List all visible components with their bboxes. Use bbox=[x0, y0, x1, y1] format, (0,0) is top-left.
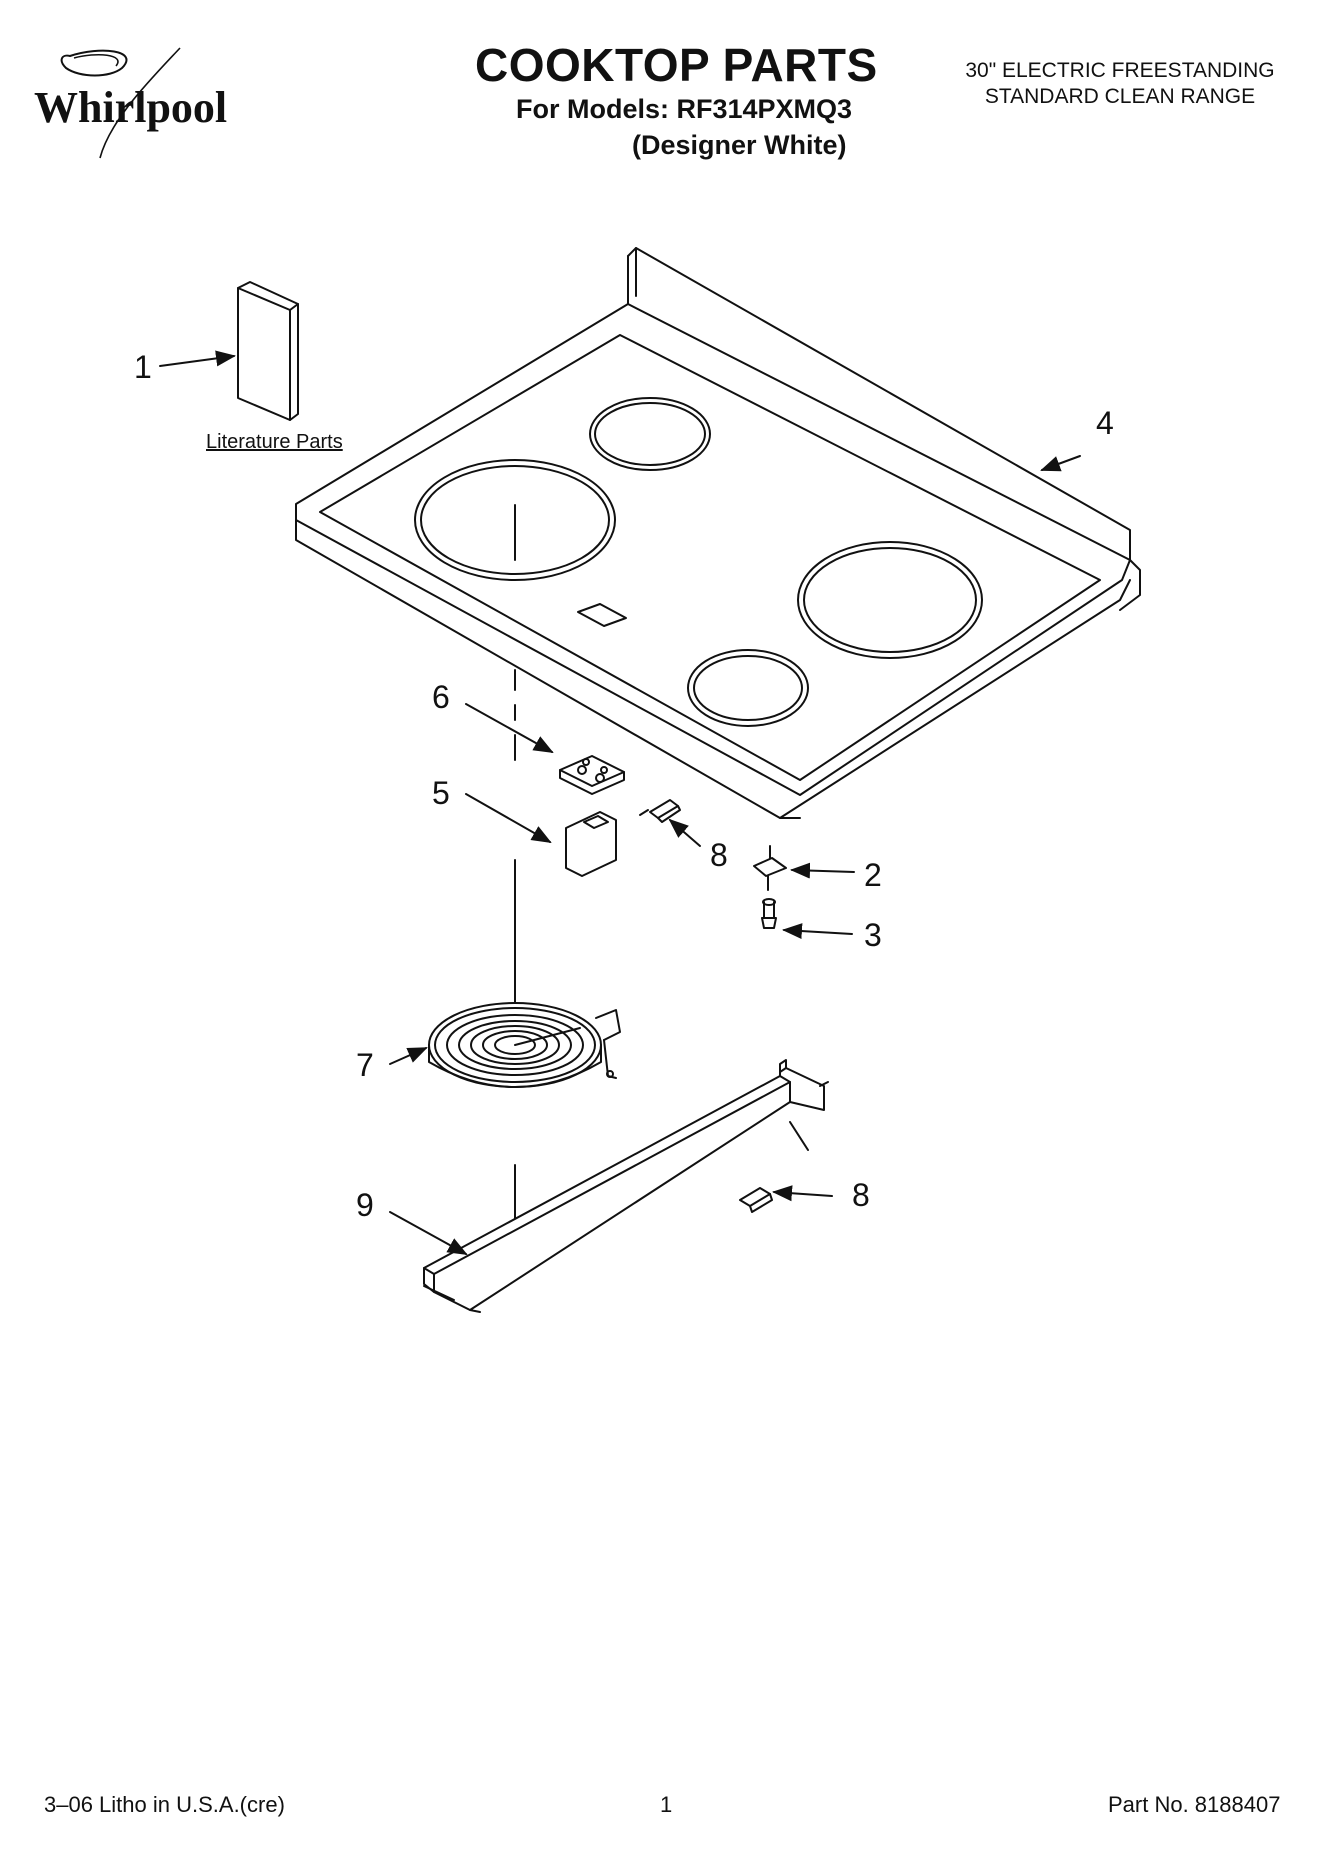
subtitle-line-1: 30" ELECTRIC FREESTANDING bbox=[965, 59, 1275, 82]
callout-8-upper: 8 bbox=[710, 837, 728, 873]
callout-9: 9 bbox=[356, 1187, 374, 1223]
callout-3: 3 bbox=[864, 917, 882, 953]
whirlpool-logo: Whirlpool bbox=[34, 47, 227, 159]
range-description: 30" ELECTRIC FREESTANDING STANDARD CLEAN… bbox=[930, 58, 1310, 110]
radiant-surface-element bbox=[428, 1002, 621, 1088]
callout-2: 2 bbox=[864, 857, 882, 893]
screw-lower bbox=[739, 1187, 773, 1213]
callout-7: 7 bbox=[356, 1047, 374, 1083]
mounting-bracket bbox=[565, 811, 617, 877]
svg-text:Whirlpool: Whirlpool bbox=[34, 83, 227, 132]
part-number: Part No. 8188407 bbox=[1108, 1792, 1281, 1817]
screw-3 bbox=[761, 898, 777, 929]
terminal-block bbox=[559, 755, 625, 795]
callout-1: 1 bbox=[134, 349, 152, 385]
callout-5: 5 bbox=[432, 775, 450, 811]
literature-parts-label: Literature Parts bbox=[206, 431, 343, 453]
element-support-rail bbox=[423, 1059, 829, 1313]
screw-upper bbox=[639, 799, 681, 823]
callout-leaders bbox=[159, 350, 1081, 1255]
callout-6: 6 bbox=[432, 679, 450, 715]
callout-8-lower: 8 bbox=[852, 1177, 870, 1213]
clip bbox=[753, 845, 787, 891]
literature-booklet bbox=[237, 281, 299, 421]
cooktop-glass-top bbox=[295, 247, 1141, 819]
callout-4: 4 bbox=[1096, 405, 1114, 441]
subtitle-line-2: STANDARD CLEAN RANGE bbox=[984, 85, 1256, 108]
page-number: 1 bbox=[660, 1792, 673, 1817]
litho-note: 3–06 Litho in U.S.A.(cre) bbox=[44, 1792, 285, 1817]
